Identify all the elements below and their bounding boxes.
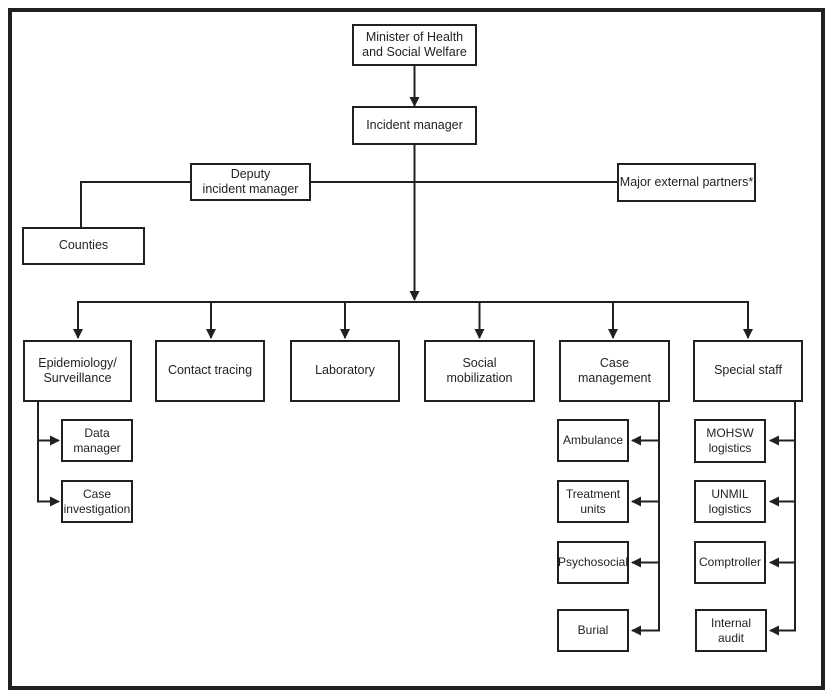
node-minister: Minister of Health and Social Welfare xyxy=(352,24,477,66)
node-laboratory: Laboratory xyxy=(290,340,400,402)
node-unmil-logistics: UNMIL logistics xyxy=(694,480,766,523)
node-deputy-incident-manager: Deputy incident manager xyxy=(190,163,311,201)
node-psychosocial: Psychosocial xyxy=(557,541,629,584)
node-mohsw-logistics: MOHSW logistics xyxy=(694,419,766,463)
node-contact-tracing-label: Contact tracing xyxy=(167,363,253,378)
node-incident-manager-label: Incident manager xyxy=(366,117,463,132)
node-social-mobilization: Social mobilization xyxy=(424,340,535,402)
node-internal-audit-label: Internal audit xyxy=(710,615,752,645)
node-treatment-units: Treatment units xyxy=(557,480,629,523)
node-case-investigation-label: Case investigation xyxy=(63,486,131,516)
node-internal-audit: Internal audit xyxy=(695,609,767,652)
node-case-investigation: Case investigation xyxy=(61,480,133,523)
node-laboratory-label: Laboratory xyxy=(315,363,375,378)
node-data-manager: Data manager xyxy=(61,419,133,462)
node-burial-label: Burial xyxy=(577,623,609,638)
node-ambulance-label: Ambulance xyxy=(562,433,624,448)
node-counties-label: Counties xyxy=(58,238,109,253)
node-special-staff: Special staff xyxy=(693,340,803,402)
node-mohsw-logistics-label: MOHSW logistics xyxy=(706,426,754,455)
node-comptroller: Comptroller xyxy=(694,541,766,584)
node-case-management: Case management xyxy=(559,340,670,402)
node-counties: Counties xyxy=(22,227,145,265)
node-contact-tracing: Contact tracing xyxy=(155,340,265,402)
page-border xyxy=(8,8,825,690)
node-social-mobilization-label: Social mobilization xyxy=(446,355,513,385)
node-epidemiology-surveillance: Epidemiology/ Surveillance xyxy=(23,340,132,402)
node-deputy-incident-manager-label: Deputy incident manager xyxy=(202,166,299,196)
node-data-manager-label: Data manager xyxy=(73,425,121,455)
node-burial: Burial xyxy=(557,609,629,652)
node-epidemiology-surveillance-label: Epidemiology/ Surveillance xyxy=(38,355,117,385)
node-unmil-logistics-label: UNMIL logistics xyxy=(708,486,752,516)
node-incident-manager: Incident manager xyxy=(352,106,477,145)
node-treatment-units-label: Treatment units xyxy=(565,486,621,516)
node-case-management-label: Case management xyxy=(578,355,651,385)
node-ambulance: Ambulance xyxy=(557,419,629,462)
node-minister-label: Minister of Health and Social Welfare xyxy=(362,29,467,59)
node-comptroller-label: Comptroller xyxy=(698,555,761,570)
node-special-staff-label: Special staff xyxy=(714,363,782,378)
node-psychosocial-label: Psychosocial xyxy=(557,555,629,570)
node-major-external-partners-label: Major external partners* xyxy=(619,174,754,189)
node-major-external-partners: Major external partners* xyxy=(617,163,756,202)
